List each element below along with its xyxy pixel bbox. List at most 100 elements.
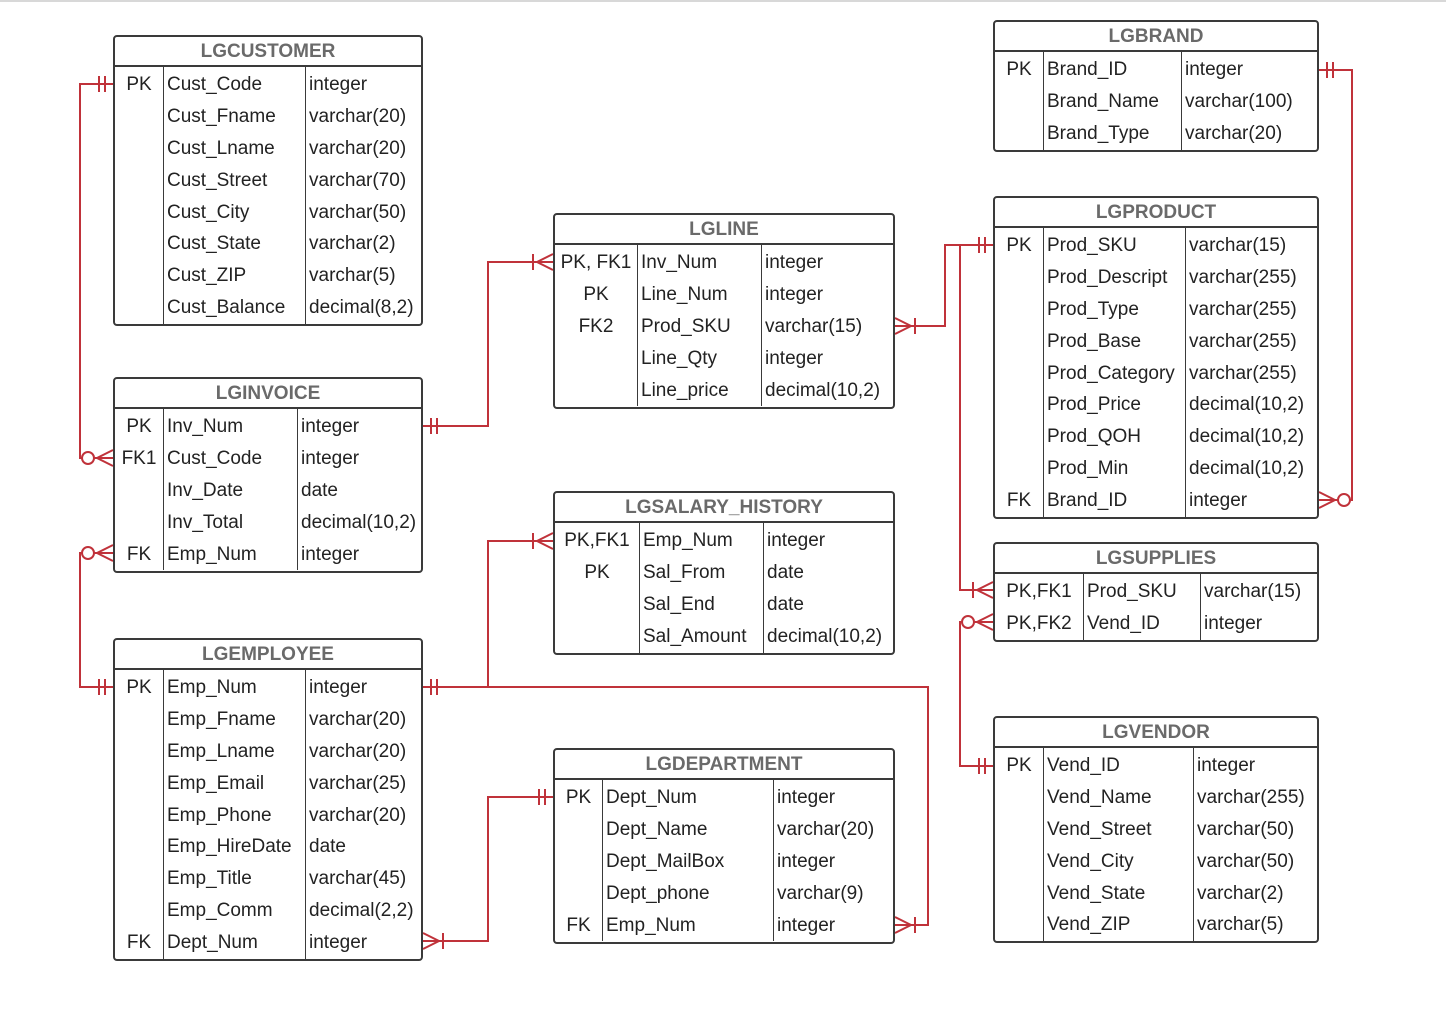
column-divider (1185, 228, 1186, 518)
attribute-name: Cust_State (167, 233, 261, 255)
relationship-edge (1319, 69, 1353, 501)
many-optional-marker (961, 615, 975, 629)
column-divider (163, 67, 164, 325)
attribute-name: Emp_Email (167, 772, 265, 794)
attribute-name: Prod_SKU (641, 315, 731, 337)
attribute-name: Inv_Num (167, 416, 244, 437)
column-divider (637, 245, 638, 407)
attribute-row: Cust_ZIP varchar(5) (115, 260, 421, 292)
attribute-row: FK2 Prod_SKU varchar(15) (555, 311, 893, 343)
attribute-name: Cust_ZIP (167, 265, 247, 287)
entity-title: LGVENDOR (995, 718, 1317, 748)
relationship-edge (895, 244, 993, 327)
attribute-type: varchar(255) (1189, 298, 1297, 320)
attribute-type: integer (309, 74, 368, 95)
attribute-name: Prod_Base (1047, 330, 1142, 352)
entity-title: LGCUSTOMER (115, 37, 421, 67)
attribute-key: PK,FK2 (1006, 612, 1072, 634)
attribute-name: Dept_Num (606, 787, 697, 808)
attribute-name: Cust_Balance (167, 297, 286, 319)
attribute-type: integer (1197, 755, 1256, 776)
attribute-type: varchar(5) (309, 265, 396, 287)
attribute-name: Line_price (641, 379, 729, 401)
attribute-type: integer (1189, 490, 1248, 512)
relationship-edge (79, 83, 113, 459)
attribute-type: varchar(20) (777, 818, 875, 840)
attribute-type: date (767, 561, 804, 583)
attribute-key: PK (565, 787, 592, 808)
attribute-type: integer (1185, 59, 1244, 80)
attribute-key: FK2 (578, 315, 614, 337)
attribute-row: Prod_Type varchar(255) (995, 294, 1317, 326)
attribute-name: Prod_Price (1047, 394, 1141, 416)
attribute-name: Emp_Num (643, 530, 733, 551)
column-divider (1043, 748, 1044, 942)
attribute-type: integer (777, 914, 836, 936)
column-divider (761, 245, 762, 407)
entity-title: LGBRAND (995, 22, 1317, 52)
attribute-name: Prod_Type (1047, 298, 1139, 320)
attribute-name: Vend_ID (1087, 612, 1160, 634)
attribute-key: PK (583, 283, 609, 305)
relationship-edge (945, 244, 993, 591)
attribute-name: Emp_Num (167, 677, 257, 698)
attribute-name: Cust_Street (167, 169, 268, 191)
entity-title: LGPRODUCT (995, 198, 1317, 228)
relationship-edge (79, 552, 113, 688)
attribute-key: FK (126, 543, 152, 565)
attribute-type: varchar(20) (309, 804, 407, 826)
attribute-name: Vend_ID (1047, 755, 1120, 776)
attribute-type: varchar(25) (309, 772, 407, 794)
attribute-name: Dept_Name (606, 818, 708, 840)
relationship-edge (423, 540, 553, 688)
attribute-name: Inv_Date (167, 479, 244, 501)
attribute-name: Sal_From (643, 561, 726, 583)
attribute-key: PK,FK1 (564, 530, 630, 551)
attribute-type: varchar(20) (309, 105, 407, 127)
attribute-name: Cust_Fname (167, 105, 276, 127)
attribute-name: Cust_City (167, 201, 250, 223)
attribute-type: varchar(5) (1197, 914, 1284, 936)
attribute-name: Sal_End (643, 593, 715, 615)
attribute-name: Prod_Descript (1047, 266, 1168, 288)
attribute-name: Cust_Code (167, 447, 263, 469)
column-divider (773, 780, 774, 942)
column-divider (1193, 748, 1194, 942)
attribute-type: integer (301, 416, 360, 437)
attribute-type: varchar(15) (765, 315, 863, 337)
attribute-type: integer (767, 530, 826, 551)
attribute-name: Emp_Phone (167, 804, 272, 826)
attribute-type: varchar(20) (309, 708, 407, 730)
top-border (0, 0, 1446, 2)
entity-title: LGINVOICE (115, 379, 421, 409)
attribute-type: varchar(50) (309, 201, 407, 223)
attribute-type: integer (309, 677, 368, 698)
attribute-name: Vend_Street (1047, 818, 1152, 840)
attribute-key: PK (126, 677, 152, 698)
column-divider (163, 670, 164, 960)
attribute-type: varchar(255) (1189, 330, 1297, 352)
attribute-type: integer (301, 543, 360, 565)
column-divider (763, 523, 764, 653)
attribute-row: PK Emp_Num integer (115, 672, 421, 704)
attribute-key: PK, FK1 (560, 252, 632, 273)
attribute-type: varchar(2) (1197, 882, 1284, 904)
attribute-name: Cust_Lname (167, 137, 275, 159)
attribute-name: Prod_Category (1047, 362, 1175, 384)
attribute-key: PK,FK1 (1006, 581, 1072, 602)
attribute-type: integer (301, 447, 360, 469)
attribute-row: Cust_Fname varchar(20) (115, 101, 421, 133)
